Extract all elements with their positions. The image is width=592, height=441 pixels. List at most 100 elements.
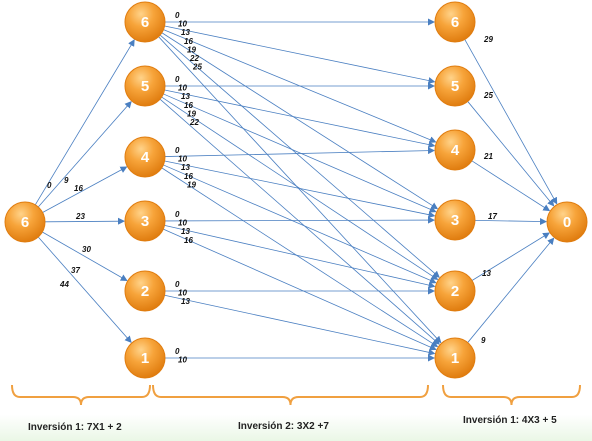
node-circle-a2	[124, 270, 166, 312]
edge-label-a4-2: 13	[181, 163, 190, 172]
node-circle-start	[4, 201, 46, 243]
edge-label-stage3-3: 17	[488, 212, 497, 221]
brace-stage-1	[11, 384, 151, 406]
edge-label-a5-2: 13	[181, 92, 190, 101]
node-label-b4: 4	[451, 142, 460, 159]
edge-a4-b2	[163, 164, 437, 284]
braces-layer	[11, 384, 581, 406]
edge-label-stage1-2: 16	[74, 184, 83, 193]
edge-label-stage1-1: 9	[64, 176, 69, 185]
edge-a5-b3	[163, 93, 437, 213]
edge-label-a5-3: 16	[184, 101, 193, 110]
edge-label-a6-5: 22	[189, 54, 199, 63]
node-label-b6: 6	[451, 14, 459, 31]
edge-label-a1-1: 10	[178, 356, 187, 365]
edge-label-stage3-2: 21	[483, 152, 493, 161]
stage-label-inversion-1: Inversión 1: 7X1 + 2	[28, 422, 122, 433]
node-circle-b2	[434, 270, 476, 312]
node-label-a6: 6	[141, 14, 149, 31]
brace-stage-3	[442, 384, 581, 406]
edge-a6-b5	[164, 25, 436, 84]
edge-label-a3-0: 0	[175, 210, 180, 219]
edge-a5-b1	[159, 98, 440, 345]
edge-b6-end	[464, 39, 558, 205]
edge-a6-b3	[161, 32, 439, 210]
node-label-start: 6	[21, 214, 29, 231]
edge-label-stage1-4: 30	[82, 245, 91, 254]
edge-label-a5-0: 0	[175, 75, 180, 84]
edge-label-a6-6: 25	[192, 63, 202, 72]
node-label-a3: 3	[141, 213, 149, 230]
node-label-a5: 5	[141, 78, 149, 95]
edge-label-a6-3: 16	[184, 37, 193, 46]
edge-a4-b4	[164, 147, 436, 157]
node-circle-a4	[124, 136, 166, 178]
node-circle-b3	[434, 199, 476, 241]
node-label-b2: 2	[451, 283, 459, 300]
edge-b4-end	[471, 160, 551, 212]
edge-a3-b1	[163, 228, 437, 351]
node-label-b1: 1	[451, 350, 459, 367]
edge-label-stage1-0: 0	[47, 181, 52, 190]
edge-label-stage1-3: 23	[75, 212, 85, 221]
edge-label-a3-3: 16	[184, 236, 193, 245]
edge-label-stage3-4: 13	[482, 269, 491, 278]
edge-label-a5-5: 22	[189, 118, 199, 127]
edge-label-a6-0: 0	[175, 11, 180, 20]
edge-label-a5-1: 10	[178, 84, 187, 93]
edge-label-a2-1: 10	[178, 289, 187, 298]
node-circle-b1	[434, 337, 476, 379]
edges-layer	[34, 18, 558, 362]
edge-a5-b4	[164, 89, 436, 148]
edge-label-a4-0: 0	[175, 146, 180, 155]
node-label-a2: 2	[141, 283, 149, 300]
edge-label-a2-2: 13	[181, 297, 190, 306]
node-circle-b6	[434, 1, 476, 43]
edge-b5-end	[467, 101, 555, 207]
node-label-b5: 5	[451, 78, 459, 95]
node-circle-end	[546, 201, 588, 243]
edge-b3-end	[474, 218, 548, 226]
edge-label-a4-3: 16	[184, 172, 193, 181]
node-circle-b4	[434, 129, 476, 171]
edge-label-a6-1: 10	[178, 20, 187, 29]
node-circle-a1	[124, 337, 166, 379]
node-label-a4: 4	[141, 149, 150, 166]
edge-a6-b2	[159, 34, 440, 278]
edge-start-a4	[42, 166, 128, 213]
edge-a2-b1	[164, 294, 436, 356]
edge-label-stage3-5: 9	[481, 336, 486, 345]
edge-label-stage1-6: 44	[59, 280, 69, 289]
edge-start-a3	[44, 217, 126, 225]
edge-start-a6	[34, 39, 135, 206]
stage-label-inversion-3: Inversión 1: 4X3 + 5	[463, 415, 557, 426]
node-label-a1: 1	[141, 350, 149, 367]
edge-label-stage3-1: 25	[483, 91, 493, 100]
edge-label-a6-2: 13	[181, 28, 190, 37]
edge-a4-b3	[164, 160, 436, 219]
brace-stage-2	[152, 384, 429, 406]
edge-label-a4-4: 19	[187, 180, 196, 189]
edge-label-stage3-0: 29	[483, 35, 493, 44]
edge-start-a2	[42, 231, 128, 282]
edge-start-a1	[37, 236, 132, 344]
edge-label-a1-0: 0	[175, 347, 180, 356]
edge-a3-b3	[164, 216, 436, 224]
edge-label-a3-2: 13	[181, 227, 190, 236]
edge-a4-b1	[161, 167, 439, 348]
node-circle-a6	[124, 1, 166, 43]
edge-b1-end	[467, 237, 555, 343]
edge-label-stage1-5: 37	[71, 266, 80, 275]
stage-label-inversion-2: Inversión 2: 3X2 +7	[238, 421, 329, 432]
node-label-end: 0	[563, 214, 571, 231]
node-circle-a3	[124, 200, 166, 242]
edge-label-a5-4: 19	[187, 109, 196, 118]
node-circle-a5	[124, 65, 166, 107]
edge-labels-layer: 0916233037440101316192225010131619220101…	[47, 11, 497, 365]
edge-a6-b1	[158, 36, 442, 344]
edge-label-a2-0: 0	[175, 280, 180, 289]
edge-a3-b2	[164, 225, 436, 289]
